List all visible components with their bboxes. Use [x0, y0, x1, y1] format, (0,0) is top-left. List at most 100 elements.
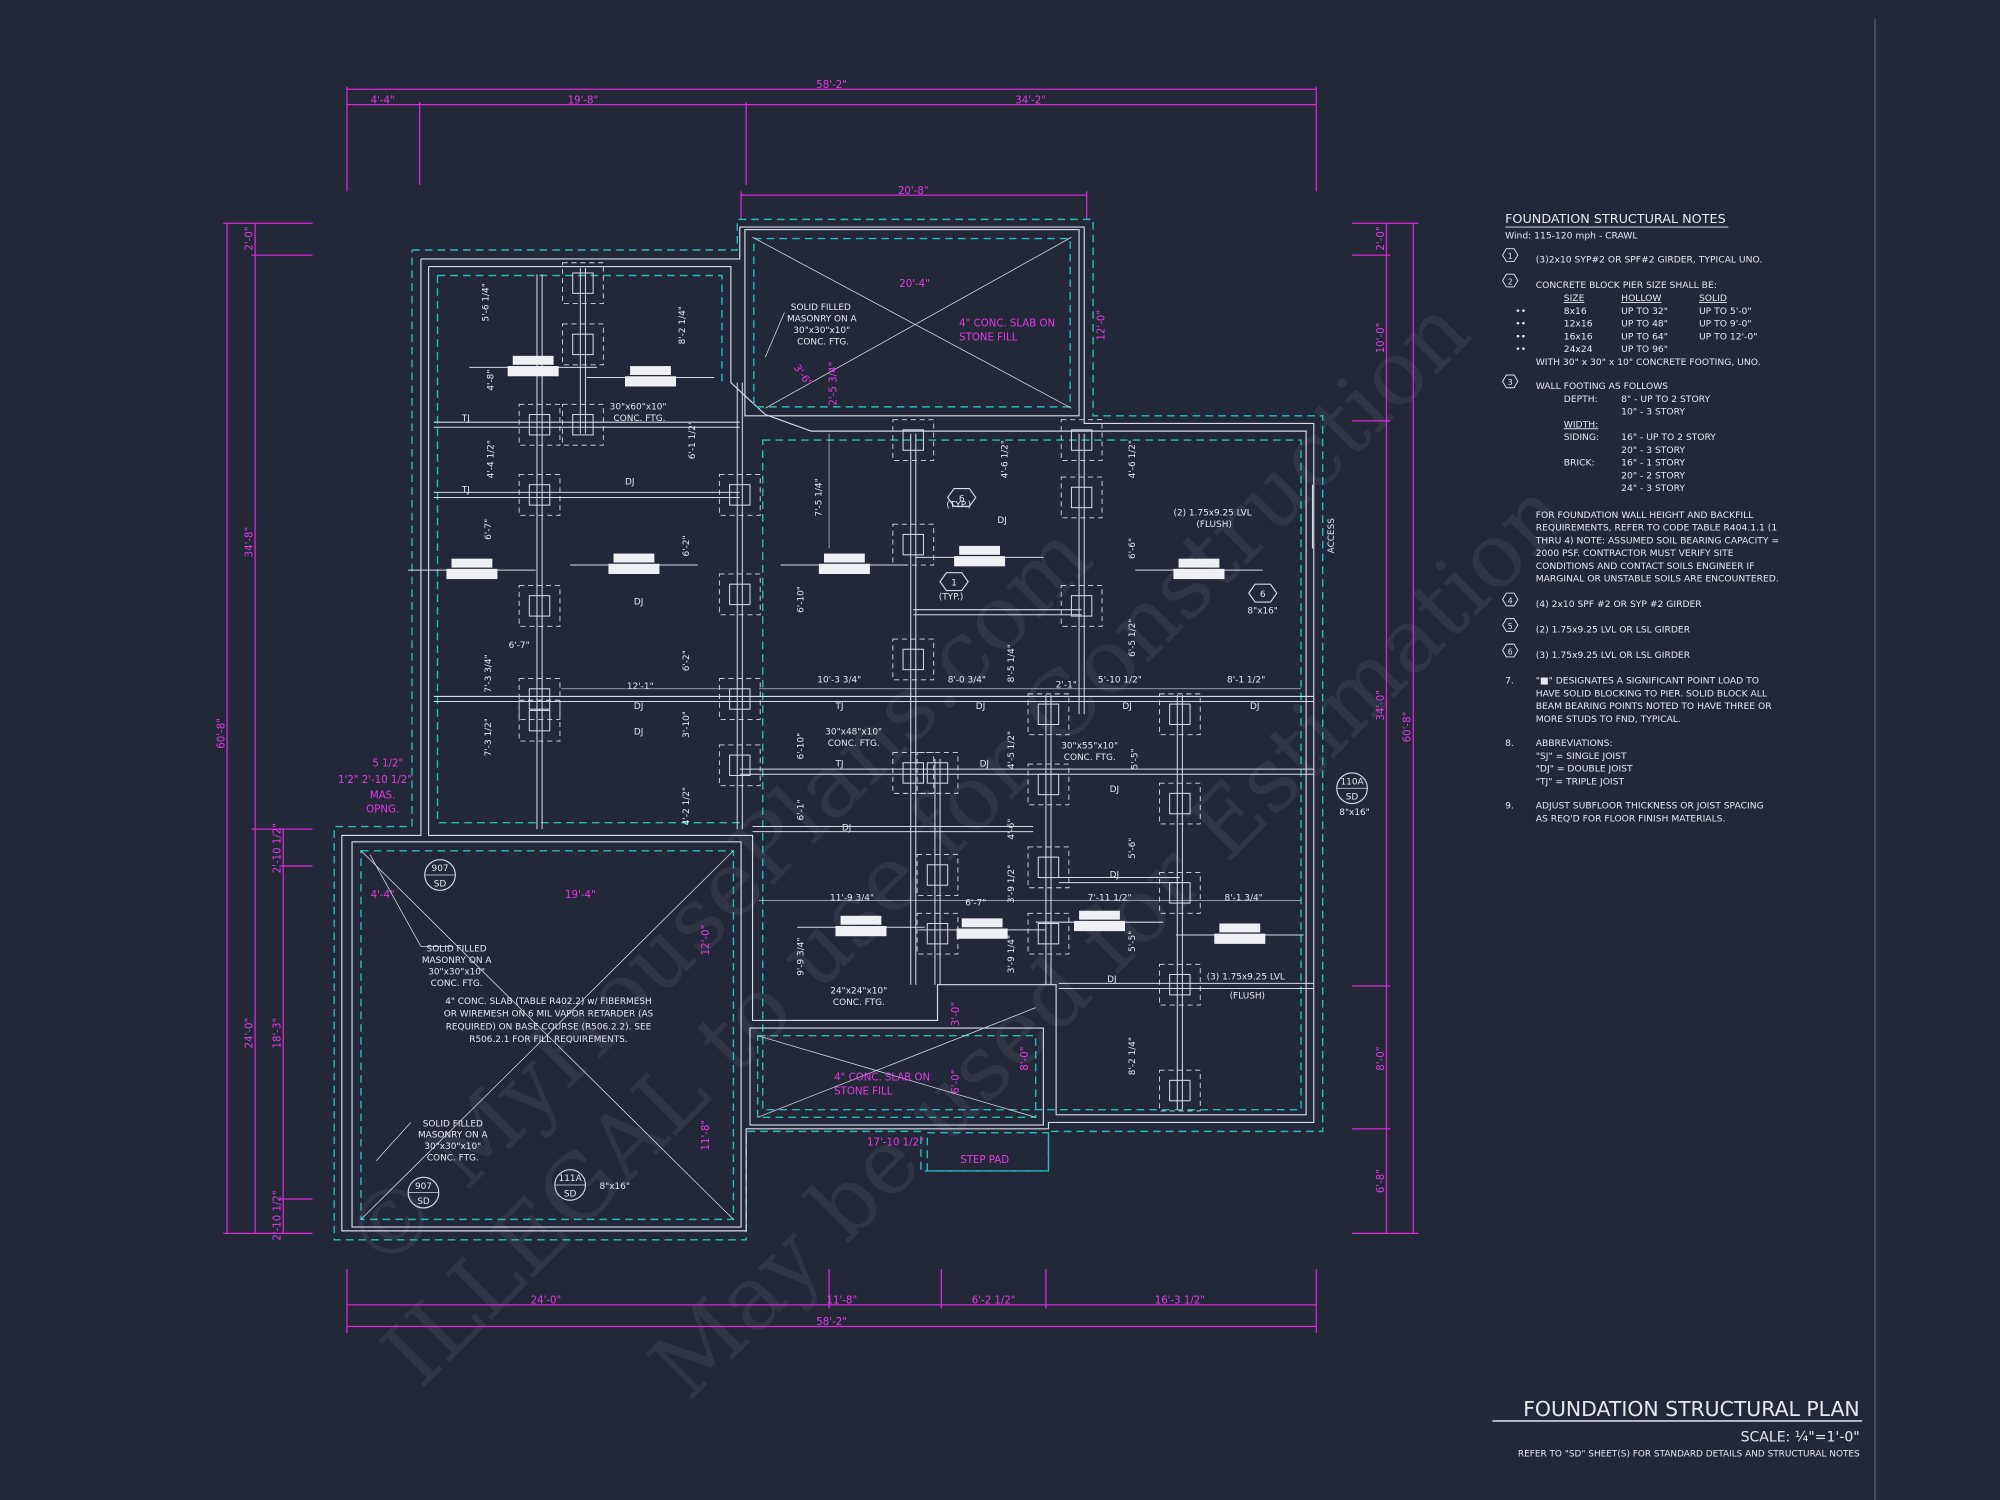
span-dimension: 8'-1 1/2"	[1227, 675, 1265, 685]
svg-text:24'-0": 24'-0"	[531, 1296, 562, 1307]
pier	[518, 699, 561, 742]
pier-footing	[1158, 782, 1201, 825]
bullet-icon: ••	[1515, 306, 1526, 317]
span-dimensions: 5'-6 1/4"4'-8"4'-4 1/2"6'-7"7'-3 3/4"6'-…	[482, 283, 1302, 1075]
svg-text:907: 907	[415, 1182, 432, 1192]
svg-text:CONC. FTG.: CONC. FTG.	[833, 998, 885, 1008]
pier	[1158, 963, 1201, 1006]
svg-text:30"x55"x10": 30"x55"x10"	[1061, 742, 1118, 752]
svg-text:4" CONC. SLAB ON: 4" CONC. SLAB ON	[834, 1072, 930, 1083]
span-tag	[823, 553, 865, 563]
tag-110a-sd: 110A SD	[1336, 772, 1368, 805]
span-dimension: 4'-6 1/2"	[1128, 440, 1138, 478]
joist-label: DJ	[634, 728, 644, 738]
pier	[718, 474, 761, 516]
svg-text:60'-8": 60'-8"	[1403, 712, 1414, 743]
pier	[718, 573, 761, 616]
svg-text:8"x16": 8"x16"	[1339, 808, 1369, 818]
pier-block	[1070, 429, 1093, 451]
span-dimension: 8'-0 3/4"	[948, 675, 986, 685]
span-dimension: 6'-10"	[797, 733, 807, 760]
pier-size-cell: 12x16	[1564, 319, 1593, 330]
pier-footing	[518, 699, 561, 742]
pier-block	[729, 754, 751, 777]
span-tag	[446, 568, 498, 580]
svg-text:4'-4": 4'-4"	[371, 95, 395, 106]
pier-block	[1169, 1079, 1191, 1102]
svg-text:10'-0": 10'-0"	[1376, 323, 1387, 354]
pier-footing	[892, 752, 935, 794]
span-tag	[451, 558, 493, 568]
svg-text:11'-8": 11'-8"	[701, 1120, 712, 1151]
span-tag	[954, 556, 1006, 567]
pier-footing	[718, 573, 761, 616]
pier-footing	[562, 323, 604, 366]
joist-span	[780, 553, 909, 574]
pier-block	[528, 484, 551, 506]
span-dimension: 6'-1"	[797, 799, 807, 820]
svg-text:19'-4": 19'-4"	[565, 890, 596, 901]
pier-footing	[916, 752, 959, 794]
joist-label: TJ	[461, 414, 470, 424]
svg-text:1: 1	[951, 578, 957, 588]
svg-text:(2) 1.75x9.25 LVL: (2) 1.75x9.25 LVL	[1173, 508, 1251, 518]
span-dimension: 6'-5 1/2"	[1128, 619, 1138, 657]
span-tag	[1173, 568, 1225, 580]
span-tag	[961, 918, 1003, 928]
pier-block	[1037, 922, 1060, 945]
pier-footing	[562, 262, 604, 305]
svg-text:SD: SD	[434, 879, 447, 889]
svg-text:SD: SD	[564, 1189, 577, 1199]
span-dimension: 7'-3 3/4"	[484, 654, 494, 692]
note-number: 5	[1508, 622, 1513, 631]
svg-text:24" - 3 STORY: 24" - 3 STORY	[1621, 483, 1685, 494]
svg-text:(FLUSH): (FLUSH)	[1230, 992, 1265, 1002]
svg-text:16" - 1 STORY: 16" - 1 STORY	[1621, 458, 1685, 469]
pier-block	[1037, 856, 1060, 879]
pier-block	[572, 333, 594, 356]
pier-block	[1037, 773, 1060, 796]
joist-span	[469, 355, 597, 377]
hexagon-icon	[1502, 643, 1519, 658]
svg-text:SD: SD	[417, 1197, 430, 1207]
svg-text:34'-2": 34'-2"	[1015, 95, 1046, 106]
svg-text:5 1/2": 5 1/2"	[372, 759, 403, 770]
joist-span	[918, 918, 1046, 939]
svg-text:REQUIRED) ON BASE COURSE (R506: REQUIRED) ON BASE COURSE (R506.2.2). SEE	[446, 1022, 652, 1032]
svg-text:110A: 110A	[1340, 777, 1364, 787]
pier-size-cell: UP TO 32"	[1621, 306, 1668, 317]
svg-text:SOLID FILLED: SOLID FILLED	[423, 1119, 483, 1129]
span-dimension: 3'-9 1/4"	[1007, 935, 1017, 973]
note-mark: 3	[1502, 374, 1519, 389]
span-dimension: 6'-1 1/2"	[688, 421, 698, 459]
note-line: CONDITIONS AND CONTACT SOILS ENGINEER IF	[1536, 561, 1755, 572]
joist-label: DJ	[842, 823, 852, 833]
svg-text:2'-10 1/2": 2'-10 1/2"	[273, 823, 284, 873]
pier-block	[902, 762, 924, 784]
pier	[518, 403, 561, 446]
span-dimension: 6'-7"	[484, 519, 494, 540]
pier	[916, 752, 959, 794]
pier-size-cell: UP TO 48"	[1621, 319, 1668, 330]
pier-block	[926, 864, 949, 886]
svg-text:CONC. FTG.: CONC. FTG.	[1064, 753, 1116, 763]
pier-block	[1169, 792, 1191, 815]
joist-label: DJ	[1250, 702, 1260, 712]
note-line: HAVE SOLID BLOCKING TO PIER. SOLID BLOCK…	[1536, 688, 1768, 699]
svg-text:(2) 1.75x9.25 LVL OR LSL GIRDE: (2) 1.75x9.25 LVL OR LSL GIRDER	[1536, 625, 1691, 636]
svg-text:30"x48"x10": 30"x48"x10"	[825, 728, 882, 738]
span-dimension: 6'-2"	[682, 650, 692, 671]
pier-footing	[1060, 476, 1103, 519]
note-line: "SJ" = SINGLE JOIST	[1536, 751, 1627, 762]
span-dimension: 2'-1"	[1056, 680, 1077, 690]
joist-span-arrows	[408, 355, 1304, 944]
joist-label: DJ	[1122, 702, 1132, 712]
note-line: MARGINAL OR UNSTABLE SOILS ARE ENCOUNTER…	[1536, 574, 1779, 585]
pier-size-cell: 24x24	[1564, 344, 1593, 355]
svg-text:SD: SD	[1346, 793, 1359, 803]
